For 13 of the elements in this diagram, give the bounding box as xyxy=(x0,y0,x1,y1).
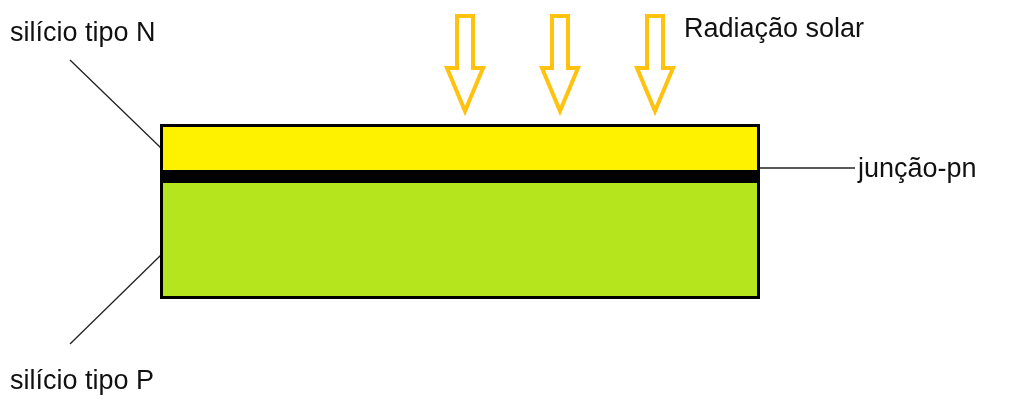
radiation-arrow xyxy=(444,14,486,117)
layer-label: silício tipo P xyxy=(10,364,155,396)
p-type-layer xyxy=(160,183,760,299)
leader-line xyxy=(759,167,856,169)
radiation-arrow xyxy=(539,14,581,117)
layer-label: silício tipo N xyxy=(10,16,156,48)
junction-label: junção-pn xyxy=(858,152,977,184)
leader-line xyxy=(69,254,162,345)
radiation-label: Radiação solar xyxy=(684,12,865,44)
n-type-layer xyxy=(160,124,760,170)
radiation-arrow xyxy=(634,14,676,117)
junction-band xyxy=(160,170,760,183)
leader-line xyxy=(69,59,162,149)
